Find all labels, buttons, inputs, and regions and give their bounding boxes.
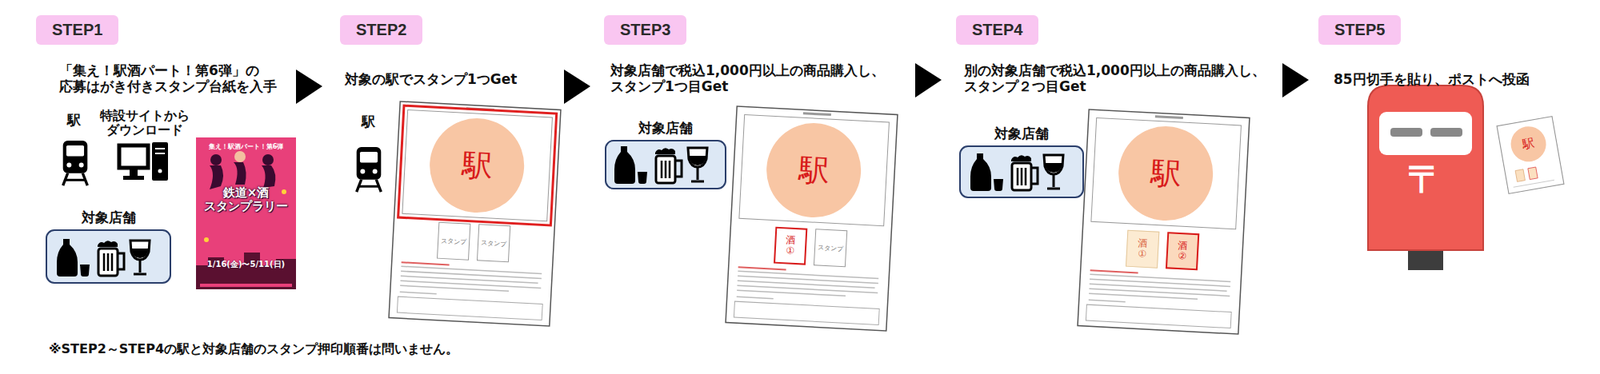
postcard-sheet: 駅酒 ① スタンプ bbox=[724, 104, 900, 333]
icon-label: 特設サイトから ダウンロード bbox=[96, 108, 193, 139]
sake-stamp: 酒 ① bbox=[773, 227, 808, 266]
node-text: 対象店舗 bbox=[638, 119, 693, 138]
node-text: 酒 ① bbox=[1136, 238, 1148, 260]
step-text: 「集え！駅酒パート！第6弾」の 応募はがき付きスタンプ台紙を入手 bbox=[59, 63, 292, 95]
node-text: 対象店舗 bbox=[81, 208, 136, 228]
node-text: 駅 bbox=[1521, 136, 1536, 153]
step-badge: STEP2 bbox=[340, 15, 423, 45]
step-text: 対象の駅でスタンプ1つGet bbox=[344, 72, 517, 88]
step-badge: STEP4 bbox=[956, 15, 1039, 45]
node-text: 対象店舗 bbox=[994, 124, 1049, 144]
node-text: 集え！駅酒パート！第6弾 bbox=[208, 142, 284, 152]
note: ※STEP2～STEP4の駅と対象店舗のスタンプ押印順番は問いません。 bbox=[48, 342, 459, 357]
node-text: スタンプ bbox=[480, 238, 508, 249]
step-label: STEP3 bbox=[620, 20, 671, 40]
step-badge: STEP3 bbox=[604, 15, 687, 45]
shop-box: 対象店舗 bbox=[45, 229, 172, 284]
icon-label: 駅 bbox=[67, 112, 81, 129]
node-text: スタンプ bbox=[440, 236, 468, 247]
step-label: STEP4 bbox=[972, 20, 1023, 40]
node-text: 鉄道×酒 スタンプラリー bbox=[201, 186, 292, 215]
step-text: 対象店舗で税込1,000円以上の商品購入し、 スタンプ1つ目Get bbox=[610, 63, 907, 95]
postcard-sheet: 駅酒 ① 酒 ② bbox=[1076, 108, 1252, 336]
postal-mark: 〒 bbox=[1403, 158, 1448, 201]
postcard-sheet: 駅スタンプ スタンプ bbox=[387, 100, 563, 328]
step-badge: STEP5 bbox=[1318, 15, 1401, 45]
step-text: 別の対象店舗で税込1,000円以上の商品購入し、 スタンプ２つ目Get bbox=[964, 63, 1278, 95]
step-label: STEP1 bbox=[52, 20, 103, 40]
poster: 集え！駅酒パート！第6弾鉄道×酒 スタンプラリー 1/16(金)〜5/11(日) bbox=[196, 137, 296, 290]
node-text: スタンプ bbox=[817, 243, 844, 254]
node-text: 駅 bbox=[460, 144, 494, 188]
shop-box: 対象店舗 bbox=[959, 145, 1084, 199]
sake-stamp: 酒 ② bbox=[1165, 232, 1200, 271]
node-text: 酒 ② bbox=[1176, 240, 1188, 263]
step-badge: STEP1 bbox=[36, 15, 119, 45]
postcard: 駅 bbox=[1496, 115, 1565, 195]
node-text: 駅 bbox=[1149, 152, 1183, 196]
icon-label: 駅 bbox=[361, 114, 376, 131]
node-text: 1/16(金)〜5/11(日) bbox=[207, 259, 285, 271]
step-label: STEP2 bbox=[356, 20, 407, 40]
stamp-slot: スタンプ bbox=[813, 228, 848, 268]
node-text: 酒 ① bbox=[784, 235, 796, 257]
shop-box: 対象店舗 bbox=[604, 140, 727, 190]
node-text: 駅 bbox=[797, 149, 831, 192]
step-text: 85円切手を貼り、ポストへ投函 bbox=[1333, 72, 1530, 88]
sake-stamp: 酒 ① bbox=[1125, 230, 1160, 269]
step-label: STEP5 bbox=[1334, 20, 1385, 40]
stamp-slot: スタンプ bbox=[476, 224, 511, 263]
stamp-slot: スタンプ bbox=[436, 222, 471, 261]
